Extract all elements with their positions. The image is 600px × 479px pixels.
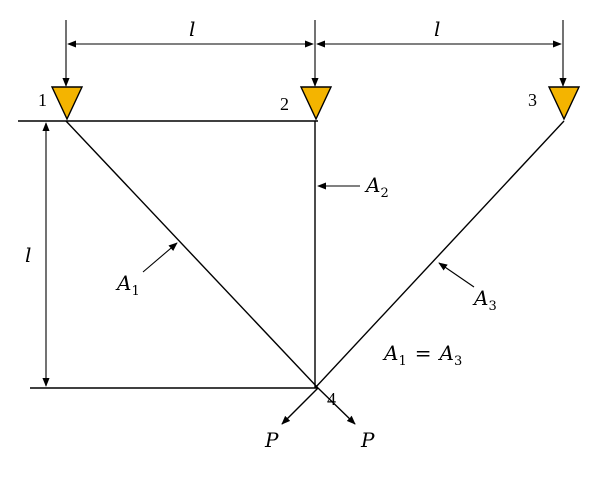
node-label-1: 1 <box>38 90 47 110</box>
support-1 <box>50 86 84 121</box>
node-label-4: 4 <box>327 389 336 409</box>
dimension-label-top-left: l <box>189 17 195 41</box>
load-arrow-right <box>317 387 356 425</box>
support-2 <box>299 86 333 121</box>
load-label-right: P <box>360 428 375 452</box>
dimension-label-top-right: l <box>434 17 440 41</box>
callout-arrow-a3 <box>438 262 475 288</box>
area-equation: A1=A3 <box>382 341 462 369</box>
member-a1 <box>65 120 319 389</box>
node-label-3: 3 <box>528 90 537 110</box>
callout-arrow-a1 <box>142 242 178 273</box>
dimension-label-left: l <box>25 243 31 267</box>
load-label-left: P <box>264 428 279 452</box>
node-label-2: 2 <box>280 94 289 114</box>
member-label-a2: A2 <box>364 173 389 201</box>
member-label-a3: A3 <box>472 286 497 314</box>
member-a3 <box>314 120 565 389</box>
load-arrow-left <box>281 387 319 425</box>
member-label-a1: A1 <box>115 271 140 299</box>
support-3 <box>547 86 581 121</box>
